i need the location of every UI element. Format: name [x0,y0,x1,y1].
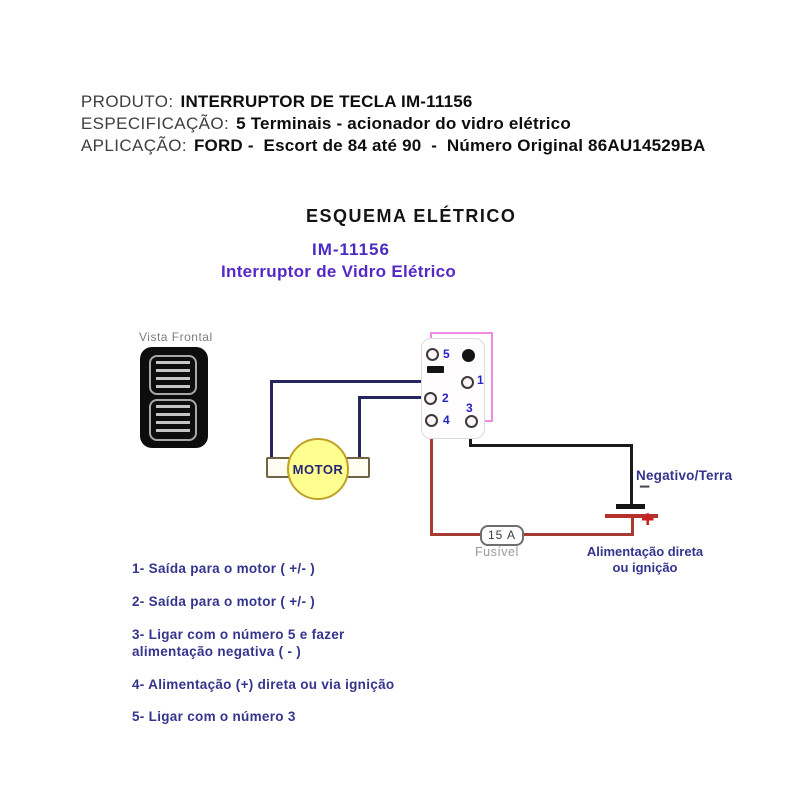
wire-terminal2-horizontal [358,396,426,399]
spec-value: 5 Terminais - acionador do vidro elétric… [236,114,571,133]
wire-terminal2-vertical [358,396,361,462]
fuse-label: Fusível [475,545,519,559]
product-subtitle: Interruptor de Vidro Elétrico [221,262,457,281]
rocker-switch-front-view [140,347,208,448]
terminal-2 [424,392,437,405]
rocker-upper-half [149,355,197,395]
note-terminal-1: 1- Saída para o motor ( +/- ) [132,561,316,576]
schematic-title: ESQUEMA ELÉTRICO [306,206,517,226]
jumper-5-3-top [430,332,493,334]
connector-key-bar [427,366,444,373]
terminal-1-label: 1 [477,373,484,387]
application-value: FORD - Escort de 84 até 90 - Número Orig… [193,136,706,155]
feed-label-line1: Alimentação direta [586,544,704,559]
product-label: PRODUTO: [80,92,174,111]
terminal-1 [461,376,474,389]
note-terminal-4: 4- Alimentação (+) direta ou via ignição [132,677,395,692]
wire-ground-vertical [630,444,633,506]
plus-sign: + [641,506,655,532]
battery-positive-plate [605,514,658,518]
terminal-3-label: 3 [466,401,473,415]
terminal-5-label: 5 [443,347,450,361]
battery-negative-plate [616,504,645,509]
product-row: PRODUTO: INTERRUPTOR DE TECLA IM-11156 [62,72,473,132]
connector-locating-dot [462,349,475,362]
minus-sign: − [639,477,651,498]
negative-terra-label: Negativo/Terra [636,468,733,483]
wire-battery-positive-drop [631,516,634,536]
application-label: APLICAÇÃO: [80,136,187,155]
model-number: IM-11156 [312,240,390,259]
jumper-5-3-side [491,332,493,422]
note-terminal-5: 5- Ligar com o número 3 [132,709,296,724]
terminal-5 [426,348,439,361]
wire-ground-horizontal [469,444,633,447]
wire-terminal1-vertical [270,380,273,462]
note-terminal-3-line1: 3- Ligar com o número 5 e fazer [132,627,345,642]
jumper-5-3-in [477,420,493,422]
spec-label: ESPECIFICAÇÃO: [80,114,230,133]
note-terminal-3-line2: alimentação negativa ( - ) [132,644,302,659]
rocker-upper-stripes [156,361,190,389]
feed-label-line2: ou ignição [612,559,678,575]
product-value: INTERRUPTOR DE TECLA IM-11156 [180,92,473,111]
terminal-3 [465,415,478,428]
terminal-4 [425,414,438,427]
rocker-lower-stripes [156,405,190,435]
wire-fuse-left [430,533,482,536]
terminal-2-label: 2 [442,391,449,405]
front-view-label: Vista Frontal [139,330,213,344]
fuse-symbol: 15 A [480,525,524,546]
wire-terminal4-vertical [430,424,433,536]
wire-terminal1-horizontal [270,380,463,383]
application-row: APLICAÇÃO: FORD - Escort de 84 até 90 - N… [62,116,706,176]
wire-fuse-right [518,533,634,536]
terminal-4-label: 4 [443,413,450,427]
rocker-lower-half [149,399,197,441]
spec-row: ESPECIFICAÇÃO: 5 Terminais - acionador do… [62,94,571,154]
motor-symbol: MOTOR [287,438,349,500]
feed-label: Alimentação direta ou ignição [560,544,730,575]
note-terminal-2: 2- Saída para o motor ( +/- ) [132,594,316,609]
